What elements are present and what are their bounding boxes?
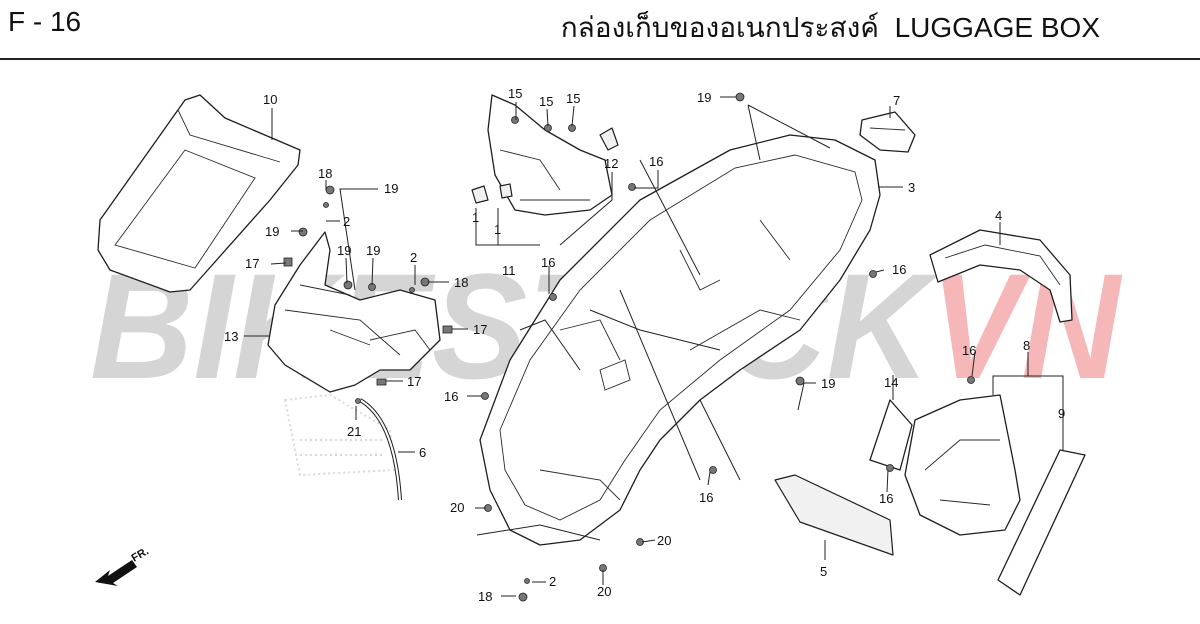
callout-6: 6	[419, 445, 426, 460]
page-title: กล่องเก็บของอเนกประสงค์ LUGGAGE BOX	[560, 12, 1100, 43]
callout-17: 17	[407, 374, 421, 389]
callout-20: 20	[657, 533, 671, 548]
part-inner-pocket	[904, 394, 1021, 536]
part-drain-tube	[358, 398, 402, 501]
callout-16: 16	[649, 154, 663, 169]
part-rear-bracket	[267, 231, 441, 393]
callout-20: 20	[597, 584, 611, 599]
callout-18: 18	[454, 275, 468, 290]
callout-19: 19	[337, 243, 351, 258]
leader-lines	[244, 96, 1064, 597]
front-direction-indicator: FR.	[95, 545, 151, 586]
callout-18: 18	[318, 166, 332, 181]
callout-20: 20	[450, 500, 464, 515]
callout-2: 2	[343, 214, 350, 229]
callout-19: 19	[697, 90, 711, 105]
callout-11: 11	[502, 263, 516, 278]
callout-15: 15	[539, 94, 553, 109]
part-lower-plate	[774, 474, 894, 556]
callout-7: 7	[893, 93, 900, 108]
page-code: F - 16	[8, 6, 82, 37]
callout-3: 3	[908, 180, 915, 195]
callout-19: 19	[384, 181, 398, 196]
callout-21: 21	[347, 424, 361, 439]
callout-19: 19	[821, 376, 835, 391]
callout-16: 16	[892, 262, 906, 277]
part-seat-liner	[97, 94, 301, 293]
part-hinge-panel	[929, 229, 1073, 323]
callout-17: 17	[245, 256, 259, 271]
brand-stipple-mark	[283, 393, 397, 477]
header-divider	[0, 58, 1200, 60]
callout-19: 19	[366, 243, 380, 258]
callout-12: 12	[604, 156, 618, 171]
front-arrow-icon	[95, 560, 137, 586]
callout-15: 15	[566, 91, 580, 106]
callout-19: 19	[265, 224, 279, 239]
callout-2: 2	[549, 574, 556, 589]
callout-5: 5	[820, 564, 827, 579]
callout-16: 16	[444, 389, 458, 404]
callout-13: 13	[224, 329, 238, 344]
callout-9: 9	[1058, 406, 1065, 421]
callout-labels: 10 18 19 2 19 17 19 19 2 18 17 13 17 21 …	[224, 86, 1065, 604]
callout-18: 18	[478, 589, 492, 604]
part-small-cover	[859, 111, 916, 153]
part-gasket-small	[869, 399, 913, 471]
front-label: FR.	[130, 545, 151, 564]
callout-10: 10	[263, 92, 277, 107]
callout-16: 16	[699, 490, 713, 505]
callout-14: 14	[884, 375, 898, 390]
callout-1: 1	[494, 222, 501, 237]
page-header: F - 16 กล่องเก็บของอเนกประสงค์ LUGGAGE B…	[0, 0, 1200, 60]
callout-16: 16	[541, 255, 555, 270]
callout-17: 17	[473, 322, 487, 337]
part-upper-cover	[471, 94, 619, 216]
callout-15: 15	[508, 86, 522, 101]
callout-1: 1	[472, 210, 479, 225]
callout-2: 2	[410, 250, 417, 265]
callout-16: 16	[879, 491, 893, 506]
part-gasket-large	[997, 449, 1086, 596]
callout-8: 8	[1023, 338, 1030, 353]
callout-4: 4	[995, 208, 1002, 223]
callout-16: 16	[962, 343, 976, 358]
